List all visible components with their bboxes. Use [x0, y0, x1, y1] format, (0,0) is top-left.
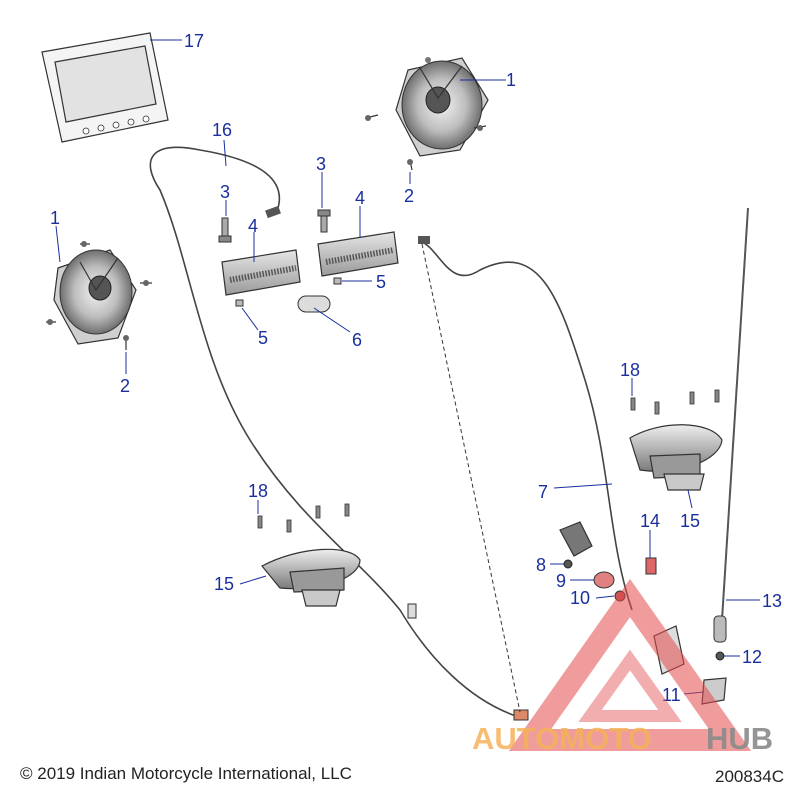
- callout-11: 11: [662, 685, 681, 705]
- callout-10: 10: [570, 588, 590, 608]
- callout-15-right: 15: [680, 511, 700, 531]
- antenna-mast: [713, 207, 749, 643]
- screw-18: [257, 389, 720, 533]
- callout-7: 7: [538, 482, 548, 502]
- callout-2-top: 2: [404, 186, 414, 206]
- harness-cable: [149, 146, 529, 721]
- callout-4-left: 4: [248, 216, 258, 236]
- callout-1-left: 1: [50, 208, 60, 228]
- speaker-top-right: [395, 57, 489, 157]
- callout-1-top: 1: [506, 70, 516, 90]
- callout-3-right: 3: [316, 154, 326, 174]
- amplifier-right: [317, 231, 399, 277]
- callout-12: 12: [742, 647, 762, 667]
- callout-18-right: 18: [620, 360, 640, 380]
- nut-12: [715, 651, 725, 661]
- grommet-9: [593, 571, 615, 589]
- leader-lines: [55, 39, 760, 695]
- callout-5-left: 5: [258, 328, 268, 348]
- callout-13: 13: [762, 591, 782, 611]
- watermark-logo: AUTOMOTO HUB: [472, 578, 773, 756]
- callout-15-left: 15: [214, 574, 234, 594]
- display-unit: [41, 32, 169, 143]
- nut-8: [563, 559, 573, 569]
- diagram-id: 200834C: [714, 767, 784, 786]
- callout-8: 8: [536, 555, 546, 575]
- callout-labels: 17 1 2 1 2 16 3 3 4 4 5 5 6 18 7 15 14 1…: [50, 31, 782, 705]
- screw-2-top: [365, 114, 487, 171]
- callout-17: 17: [184, 31, 204, 51]
- screw-2-left: [46, 241, 152, 350]
- callout-3-left: 3: [220, 182, 230, 202]
- bolt-3: [218, 209, 331, 243]
- speaker-15-right: [629, 424, 723, 491]
- callout-9: 9: [556, 571, 566, 591]
- bracket-7: [559, 521, 593, 557]
- callout-5-right: 5: [376, 272, 386, 292]
- callout-18-left: 18: [248, 481, 268, 501]
- filter-6: [297, 295, 331, 313]
- connector-14: [645, 557, 657, 575]
- copyright-text: © 2019 Indian Motorcycle International, …: [20, 764, 352, 783]
- callout-4-right: 4: [355, 188, 365, 208]
- watermark-text-orange: AUTOMOTO: [472, 721, 652, 756]
- callout-2-left: 2: [120, 376, 130, 396]
- speaker-left: [53, 249, 137, 345]
- callout-16: 16: [212, 120, 232, 140]
- antenna-cable: [418, 236, 633, 713]
- clip-5: [235, 277, 342, 307]
- callout-6: 6: [352, 330, 362, 350]
- callout-14: 14: [640, 511, 660, 531]
- speaker-15-left: [261, 548, 361, 607]
- watermark-text-gray: HUB: [706, 721, 773, 756]
- amplifier-left: [221, 249, 301, 296]
